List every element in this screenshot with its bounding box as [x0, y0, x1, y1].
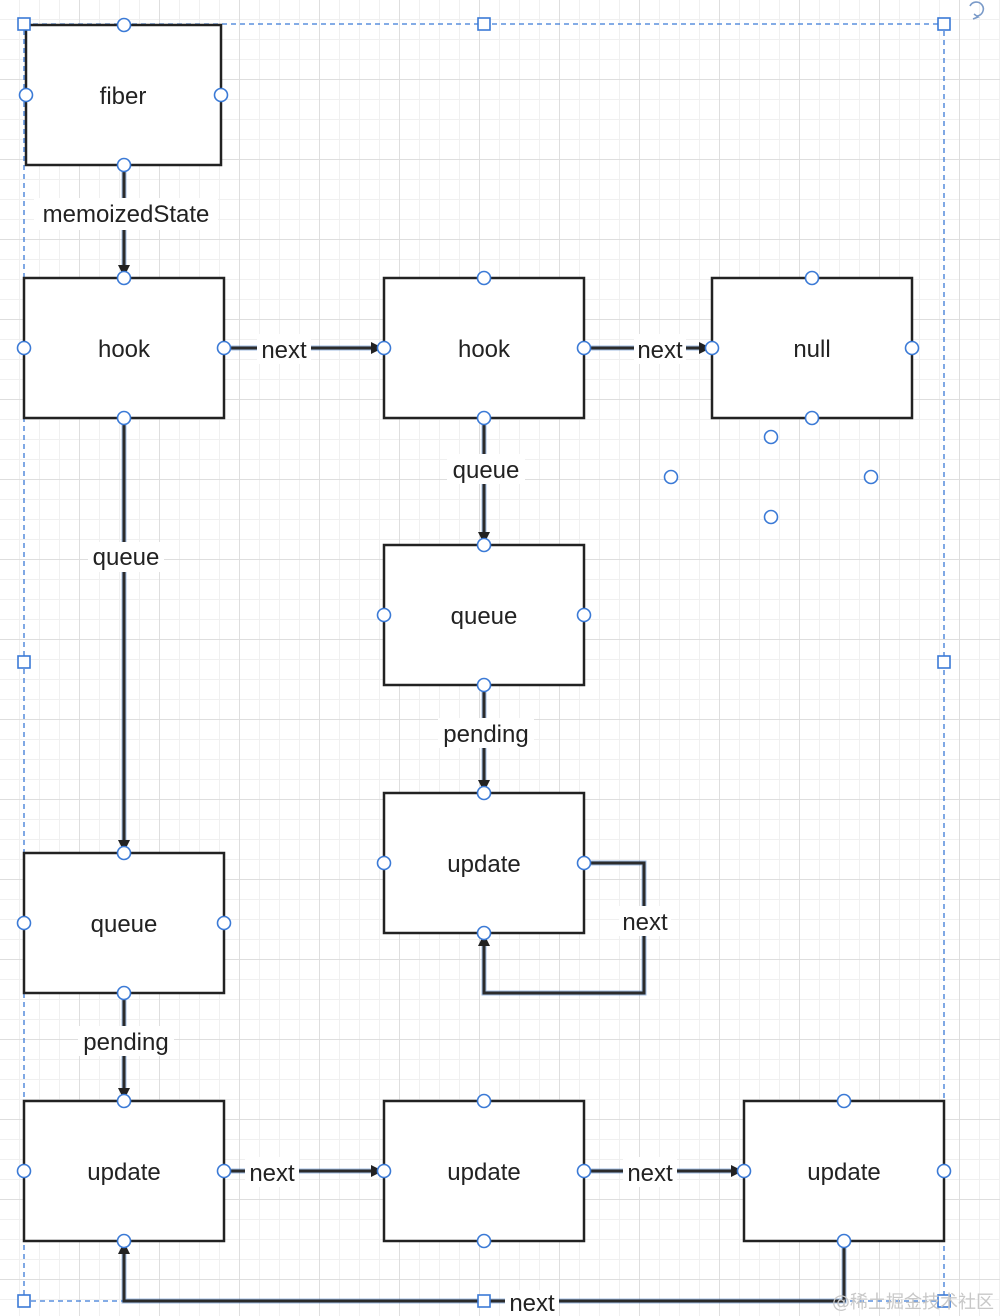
edge-label-queue-mid: queue [453, 457, 520, 484]
port-circle[interactable] [804, 410, 820, 426]
port-circle[interactable] [576, 1163, 592, 1179]
rotate-handle-icon[interactable] [969, 1, 985, 17]
node-queue-left[interactable]: queue [22, 851, 226, 995]
edge-label-next-bottom-2: next [627, 1160, 673, 1187]
node-null[interactable]: null [710, 276, 914, 420]
port-circle[interactable] [213, 87, 229, 103]
port-circle[interactable] [476, 925, 492, 941]
resize-handle-top-right[interactable] [937, 17, 951, 31]
node-label-null: null [793, 336, 830, 363]
node-update-mid[interactable]: update [382, 791, 586, 935]
port-circle[interactable] [663, 469, 679, 485]
port-circle[interactable] [216, 1163, 232, 1179]
edge-label-next-null: next [637, 337, 683, 364]
edge-fiber-hook1[interactable]: memoizedState [34, 167, 218, 277]
port-circle[interactable] [476, 1233, 492, 1249]
node-queue-mid[interactable]: queue [382, 543, 586, 687]
edge-label-next-return: next [509, 1290, 555, 1316]
port-circle[interactable] [763, 429, 779, 445]
node-fiber[interactable]: fiber [24, 23, 223, 167]
edge-hook1-hook2[interactable]: next [226, 334, 383, 364]
resize-handle-bottom-right[interactable] [937, 1294, 951, 1308]
node-label-hook-2: hook [458, 336, 511, 363]
resize-handle-bottom-left[interactable] [17, 1294, 31, 1308]
edge-hook2-queue[interactable]: queue [447, 420, 525, 544]
edge-hook2-null[interactable]: next [586, 334, 711, 364]
port-circle[interactable] [16, 915, 32, 931]
port-circle[interactable] [376, 855, 392, 871]
port-circle[interactable] [216, 915, 232, 931]
port-circle[interactable] [763, 509, 779, 525]
resize-handle-left[interactable] [17, 655, 31, 669]
node-update-bottom-mid[interactable]: update [382, 1099, 586, 1243]
port-circle[interactable] [836, 1233, 852, 1249]
port-circle[interactable] [704, 340, 720, 356]
port-circle[interactable] [476, 537, 492, 553]
node-label-update-bl: update [87, 1159, 160, 1186]
port-circle[interactable] [476, 1093, 492, 1109]
edge-update-bm-br[interactable]: next [586, 1157, 743, 1187]
edge-hook1-queue[interactable]: queue [88, 420, 164, 852]
edge-queue-update-bl[interactable]: pending [78, 995, 174, 1100]
edge-update-bl-bm[interactable]: next [226, 1157, 383, 1187]
node-label-update-bm: update [447, 1159, 520, 1186]
port-circle[interactable] [736, 1163, 752, 1179]
port-circle[interactable] [936, 1163, 952, 1179]
port-circle[interactable] [116, 270, 132, 286]
node-label-update-br: update [807, 1159, 880, 1186]
resize-handle-top[interactable] [477, 17, 491, 31]
port-circle[interactable] [576, 607, 592, 623]
node-hook-1[interactable]: hook [22, 276, 226, 420]
node-update-bottom-right[interactable]: update [742, 1099, 946, 1243]
edge-queue-update-mid[interactable]: pending [438, 687, 534, 792]
port-circle[interactable] [476, 270, 492, 286]
port-circle[interactable] [576, 340, 592, 356]
resize-handle-right[interactable] [937, 655, 951, 669]
port-circle[interactable] [476, 677, 492, 693]
edge-label-pending-mid: pending [443, 721, 528, 748]
port-circle[interactable] [836, 1093, 852, 1109]
port-circle[interactable] [576, 855, 592, 871]
port-circle[interactable] [116, 1093, 132, 1109]
port-circle[interactable] [476, 410, 492, 426]
port-circle[interactable] [376, 340, 392, 356]
port-circle[interactable] [863, 469, 879, 485]
edge-label-next-self: next [622, 909, 668, 936]
port-circle[interactable] [116, 157, 132, 173]
port-circle[interactable] [804, 270, 820, 286]
edge-label-pending-left: pending [83, 1029, 168, 1056]
port-circle[interactable] [216, 340, 232, 356]
resize-handle-top-left[interactable] [17, 17, 31, 31]
edge-update-mid-self[interactable]: next [478, 860, 671, 996]
edge-label-queue-left: queue [93, 544, 160, 571]
node-label-queue-mid: queue [451, 603, 518, 630]
port-circle[interactable] [476, 785, 492, 801]
watermark: @稀土掘金技术社区 [832, 1292, 994, 1313]
port-circle[interactable] [18, 87, 34, 103]
edge-label-memoizedstate: memoizedState [43, 201, 210, 228]
node-hook-2[interactable]: hook [382, 276, 586, 420]
port-circle[interactable] [376, 607, 392, 623]
port-circle[interactable] [116, 1233, 132, 1249]
port-circle[interactable] [376, 1163, 392, 1179]
rotate-arrow-icon [972, 13, 980, 20]
node-label-hook-1: hook [98, 336, 151, 363]
node-update-bottom-left[interactable]: update [22, 1099, 226, 1243]
port-circle[interactable] [16, 340, 32, 356]
node-label-fiber: fiber [100, 83, 147, 110]
port-circle[interactable] [116, 410, 132, 426]
port-circle[interactable] [904, 340, 920, 356]
port-circle[interactable] [116, 17, 132, 33]
resize-handle-bottom[interactable] [477, 1294, 491, 1308]
edge-label-next-bottom-1: next [249, 1160, 295, 1187]
node-label-update-mid: update [447, 851, 520, 878]
port-circle[interactable] [116, 985, 132, 1001]
port-circle[interactable] [116, 845, 132, 861]
node-label-queue-left: queue [91, 911, 158, 938]
port-circle[interactable] [16, 1163, 32, 1179]
edge-label-next-hooks: next [261, 337, 307, 364]
